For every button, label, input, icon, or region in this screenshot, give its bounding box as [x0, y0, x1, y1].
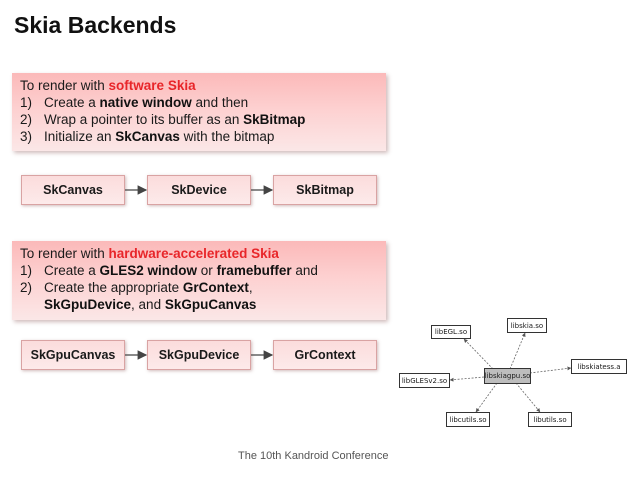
step-text-part: Create the appropriate	[44, 280, 183, 295]
hardware-intro-highlight: hardware-accelerated Skia	[108, 246, 279, 261]
step-number: 2)	[20, 280, 33, 295]
step-text-part: and then	[191, 95, 249, 110]
step-text: Create a native window and then	[44, 94, 248, 111]
step-number: 1)	[20, 263, 33, 278]
dep-node-libcutils: libcutils.so	[446, 412, 490, 427]
step-text-part: SkBitmap	[243, 112, 306, 127]
step-text-part: SkCanvas	[115, 129, 180, 144]
step-text-part: , and	[131, 297, 165, 312]
software-intro: To render with software Skia	[20, 77, 378, 94]
dep-edge-egl	[463, 338, 494, 370]
step-text-part: Create a	[44, 95, 100, 110]
step-text-part: SkGpuDevice	[44, 297, 132, 312]
flow-box-skcanvas: SkCanvas	[21, 175, 125, 205]
hardware-step-1: 1) Create a GLES2 window or framebuffer a…	[20, 262, 378, 279]
dep-node-libskiagpu: libskiagpu.so	[484, 368, 531, 384]
dep-edge-skiatess	[529, 366, 572, 374]
step-number: 3)	[20, 129, 33, 144]
software-skia-callout: To render with software Skia 1) Create a …	[12, 73, 386, 151]
step-text-part: native window	[99, 95, 192, 110]
slide-footer: The 10th Kandroid Conference	[238, 450, 389, 462]
step-number: 2)	[20, 112, 33, 127]
step-text: Create the appropriate GrContext,	[44, 279, 253, 296]
slide-title: Skia Backends	[14, 12, 177, 38]
step-text: Initialize an SkCanvas with the bitmap	[44, 128, 274, 145]
step-text-part: Initialize an	[44, 129, 116, 144]
dep-node-libskia: libskia.so	[507, 318, 547, 333]
dep-node-libglesv2: libGLESv2.so	[399, 373, 450, 388]
dep-node-libskiatess: libskiatess.a	[571, 359, 627, 374]
step-number: 1)	[20, 95, 33, 110]
step-text-part: GrContext	[182, 280, 249, 295]
dep-edge-utils	[515, 382, 541, 413]
dep-edge-glesv2	[449, 376, 485, 382]
hardware-intro: To render with hardware-accelerated Skia	[20, 245, 378, 262]
flow-box-skgpudevice: SkGpuDevice	[147, 340, 251, 370]
dep-node-libegl: libEGL.so	[431, 325, 471, 339]
step-text-part: ,	[248, 280, 253, 295]
step-text-part: with the bitmap	[179, 129, 275, 144]
dep-node-libutils: libutils.so	[528, 412, 572, 427]
step-text-part: and	[291, 263, 318, 278]
flow-box-grcontext: GrContext	[273, 340, 377, 370]
software-steps: 1) Create a native window and then 2) Wrap …	[20, 94, 378, 145]
dep-edge-cutils	[475, 382, 498, 413]
hardware-skia-callout: To render with hardware-accelerated Skia…	[12, 241, 386, 320]
step-text: Wrap a pointer to its buffer as an SkBit…	[44, 111, 305, 128]
hardware-intro-prefix: To render with	[20, 246, 109, 261]
step-text-part: framebuffer	[216, 263, 292, 278]
step-text: Create a GLES2 window or framebuffer and	[44, 262, 318, 279]
flow-box-skbitmap: SkBitmap	[273, 175, 377, 205]
software-step-1: 1) Create a native window and then	[20, 94, 378, 111]
dep-edge-skia	[509, 332, 526, 370]
step-text-part: Wrap a pointer to its buffer as an	[44, 112, 244, 127]
step-text: SkGpuDevice, and SkGpuCanvas	[44, 296, 256, 313]
step-text-part: GLES2 window	[99, 263, 198, 278]
hardware-steps: 1) Create a GLES2 window or framebuffer a…	[20, 262, 378, 313]
step-text-part: or	[197, 263, 217, 278]
step-text-part: SkGpuCanvas	[164, 297, 257, 312]
software-step-3: 3) Initialize an SkCanvas with the bitmap	[20, 128, 378, 145]
software-intro-prefix: To render with	[20, 78, 109, 93]
flow-box-skdevice: SkDevice	[147, 175, 251, 205]
hardware-step-2: 2) Create the appropriate GrContext,	[20, 279, 378, 296]
flow-box-skgpucanvas: SkGpuCanvas	[21, 340, 125, 370]
step-text-part: Create a	[44, 263, 100, 278]
software-intro-highlight: software Skia	[108, 78, 196, 93]
software-step-2: 2) Wrap a pointer to its buffer as an SkB…	[20, 111, 378, 128]
hardware-step-3: SkGpuDevice, and SkGpuCanvas	[20, 296, 378, 313]
